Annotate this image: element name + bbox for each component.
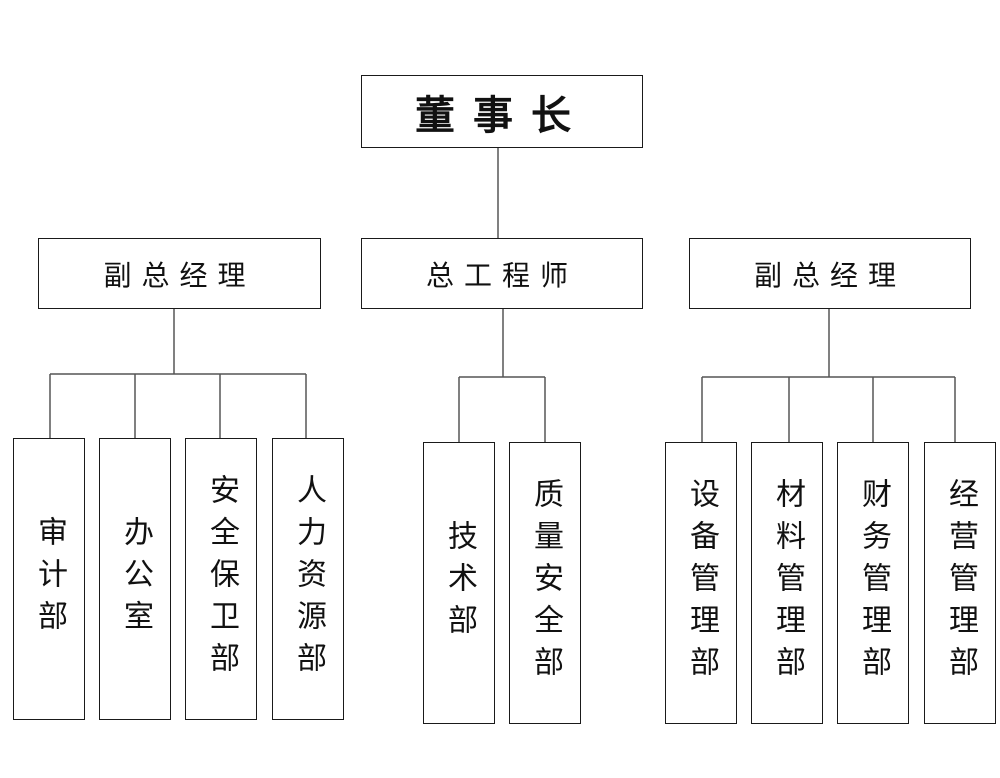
dept-box-office: 办公室 [99, 438, 171, 720]
dept-box-equipment: 设备管理部 [665, 442, 737, 724]
dept-label: 经营管理部 [943, 478, 978, 688]
dept-box-technical: 技术部 [423, 442, 495, 724]
dept-label: 财务管理部 [856, 478, 891, 688]
dept-box-materials: 材料管理部 [751, 442, 823, 724]
chief-engineer-box: 总工程师 [361, 238, 643, 309]
deputy-gm-right-label: 副总经理 [753, 258, 906, 292]
dept-label: 材料管理部 [770, 478, 805, 688]
chief-engineer-label: 总工程师 [425, 258, 578, 292]
deputy-gm-left-box: 副总经理 [38, 238, 321, 309]
dept-box-quality-safety: 质量安全部 [509, 442, 581, 724]
dept-label: 技术部 [442, 520, 477, 646]
dept-label: 办公室 [118, 516, 153, 642]
dept-box-operations: 经营管理部 [924, 442, 996, 724]
dept-box-hr: 人力资源部 [272, 438, 344, 720]
dept-box-security: 安全保卫部 [185, 438, 257, 720]
dept-label: 质量安全部 [528, 478, 563, 688]
dept-label: 安全保卫部 [204, 474, 239, 684]
chairman-label: 董事长 [415, 92, 589, 139]
chairman-box: 董事长 [361, 75, 643, 148]
deputy-gm-right-box: 副总经理 [689, 238, 971, 309]
dept-box-audit: 审计部 [13, 438, 85, 720]
dept-label: 设备管理部 [684, 478, 719, 688]
deputy-gm-left-label: 副总经理 [103, 258, 256, 292]
dept-label: 人力资源部 [291, 474, 326, 684]
dept-label: 审计部 [32, 516, 67, 642]
dept-box-finance: 财务管理部 [837, 442, 909, 724]
